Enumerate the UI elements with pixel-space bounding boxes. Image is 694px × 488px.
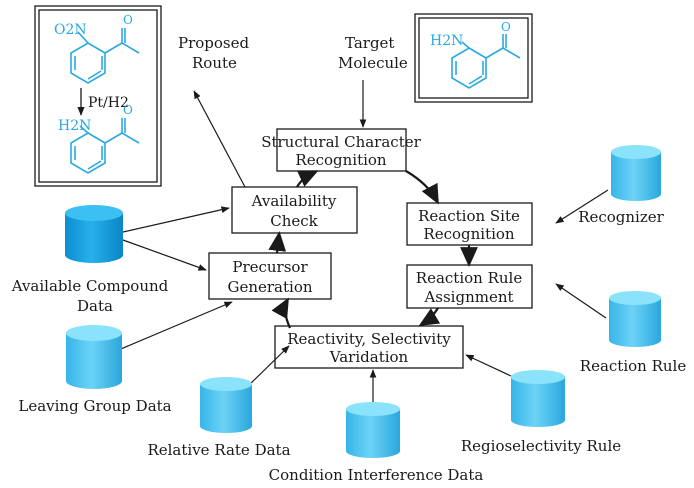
target-structure <box>451 34 521 89</box>
proposed-route-label-line1: Proposed <box>178 34 250 52</box>
reagent-label: Pt/H2 <box>88 95 129 111</box>
target-label-line2: Molecule <box>338 54 408 72</box>
recognizer-label: Recognizer <box>578 208 664 226</box>
arrow-reactivity-to-precursor <box>271 297 292 329</box>
arrow-regio-to-reactivity <box>465 354 512 377</box>
reaction-rule-box-line1: Reaction Rule <box>416 269 523 287</box>
available-compound-label-line2: Data <box>77 297 113 315</box>
availability-check-box: Availability Check <box>231 186 358 234</box>
relative-rate-database-icon <box>200 377 252 433</box>
arrow-rate-to-reactivity <box>245 345 290 389</box>
arrow-compound-to-precursor <box>122 239 207 271</box>
structural-box-line1: Structural Character <box>261 133 421 151</box>
nitroacetophenone-structure <box>70 28 140 84</box>
leaving-group-database-icon <box>66 325 122 389</box>
reaction-rule-assignment-box: Reaction Rule Assignment <box>406 264 533 309</box>
availability-box-line1: Availability <box>251 192 337 210</box>
precursor-box-line2: Generation <box>227 278 312 296</box>
arrow-availability-to-structural <box>296 170 319 188</box>
target-group-label: H2N <box>430 33 463 49</box>
arrow-rule-to-reactivity <box>418 307 441 327</box>
arrow-structural-to-site <box>405 170 439 205</box>
target-label-line1: Target <box>345 34 394 52</box>
available-compound-database-icon <box>65 205 123 263</box>
arrow-compound-to-availability <box>122 206 230 233</box>
product-group-label: H2N <box>58 118 91 134</box>
regioselectivity-label: Regioselectivity Rule <box>461 437 621 455</box>
arrow-availability-to-route <box>193 90 246 188</box>
target-molecule-box: H2N O <box>414 13 533 103</box>
structural-recognition-box: Structural Character Recognition <box>261 128 422 172</box>
precursor-generation-box: Precursor Generation <box>208 252 332 300</box>
proposed-route-label: Proposed Route <box>178 34 250 72</box>
reactant-oxygen-label: O <box>123 13 133 27</box>
product-oxygen-label: O <box>123 103 133 117</box>
reactivity-box-line1: Reactivity, Selectivity <box>287 330 451 348</box>
target-oxygen-label: O <box>501 20 511 34</box>
reaction-rule-box-line2: Assignment <box>423 288 513 306</box>
relative-rate-label: Relative Rate Data <box>147 441 290 459</box>
proposed-route-label-line2: Route <box>192 54 237 72</box>
reaction-site-recognition-box: Reaction Site Recognition <box>406 202 533 246</box>
reactant-group-label: O2N <box>54 22 87 38</box>
precursor-box-line1: Precursor <box>232 258 308 276</box>
available-compound-label-line1: Available Compound <box>11 277 169 295</box>
reactivity-box-line2: Varidation <box>329 348 409 366</box>
arrow-leaving-to-precursor <box>115 301 233 352</box>
reaction-site-box-line2: Recognition <box>423 225 515 243</box>
condition-interference-database-icon <box>346 402 400 458</box>
regioselectivity-database-icon <box>511 370 565 427</box>
target-molecule-label: Target Molecule <box>338 34 408 72</box>
reaction-rule-database-icon <box>609 291 661 347</box>
arrow-precursor-to-availability <box>268 231 287 254</box>
input-arrows <box>115 80 609 405</box>
recognizer-database-icon <box>611 145 661 201</box>
reactivity-selectivity-box: Reactivity, Selectivity Varidation <box>274 325 464 369</box>
process-cycle-arrows <box>268 170 478 329</box>
structural-box-line2: Recognition <box>295 151 387 169</box>
arrow-rule-db-to-assignment <box>555 283 607 319</box>
availability-box-line2: Check <box>270 212 318 230</box>
proposed-route-box: O2N O Pt/H2 H2N O <box>34 5 162 187</box>
reaction-rule-label: Reaction Rule <box>580 357 687 375</box>
arrow-recognizer-to-site <box>555 189 609 224</box>
reaction-site-box-line1: Reaction Site <box>418 207 520 225</box>
leaving-group-label: Leaving Group Data <box>18 397 171 415</box>
condition-interference-label: Condition Interference Data <box>269 466 484 484</box>
aminoacetophenone-structure <box>70 118 140 174</box>
